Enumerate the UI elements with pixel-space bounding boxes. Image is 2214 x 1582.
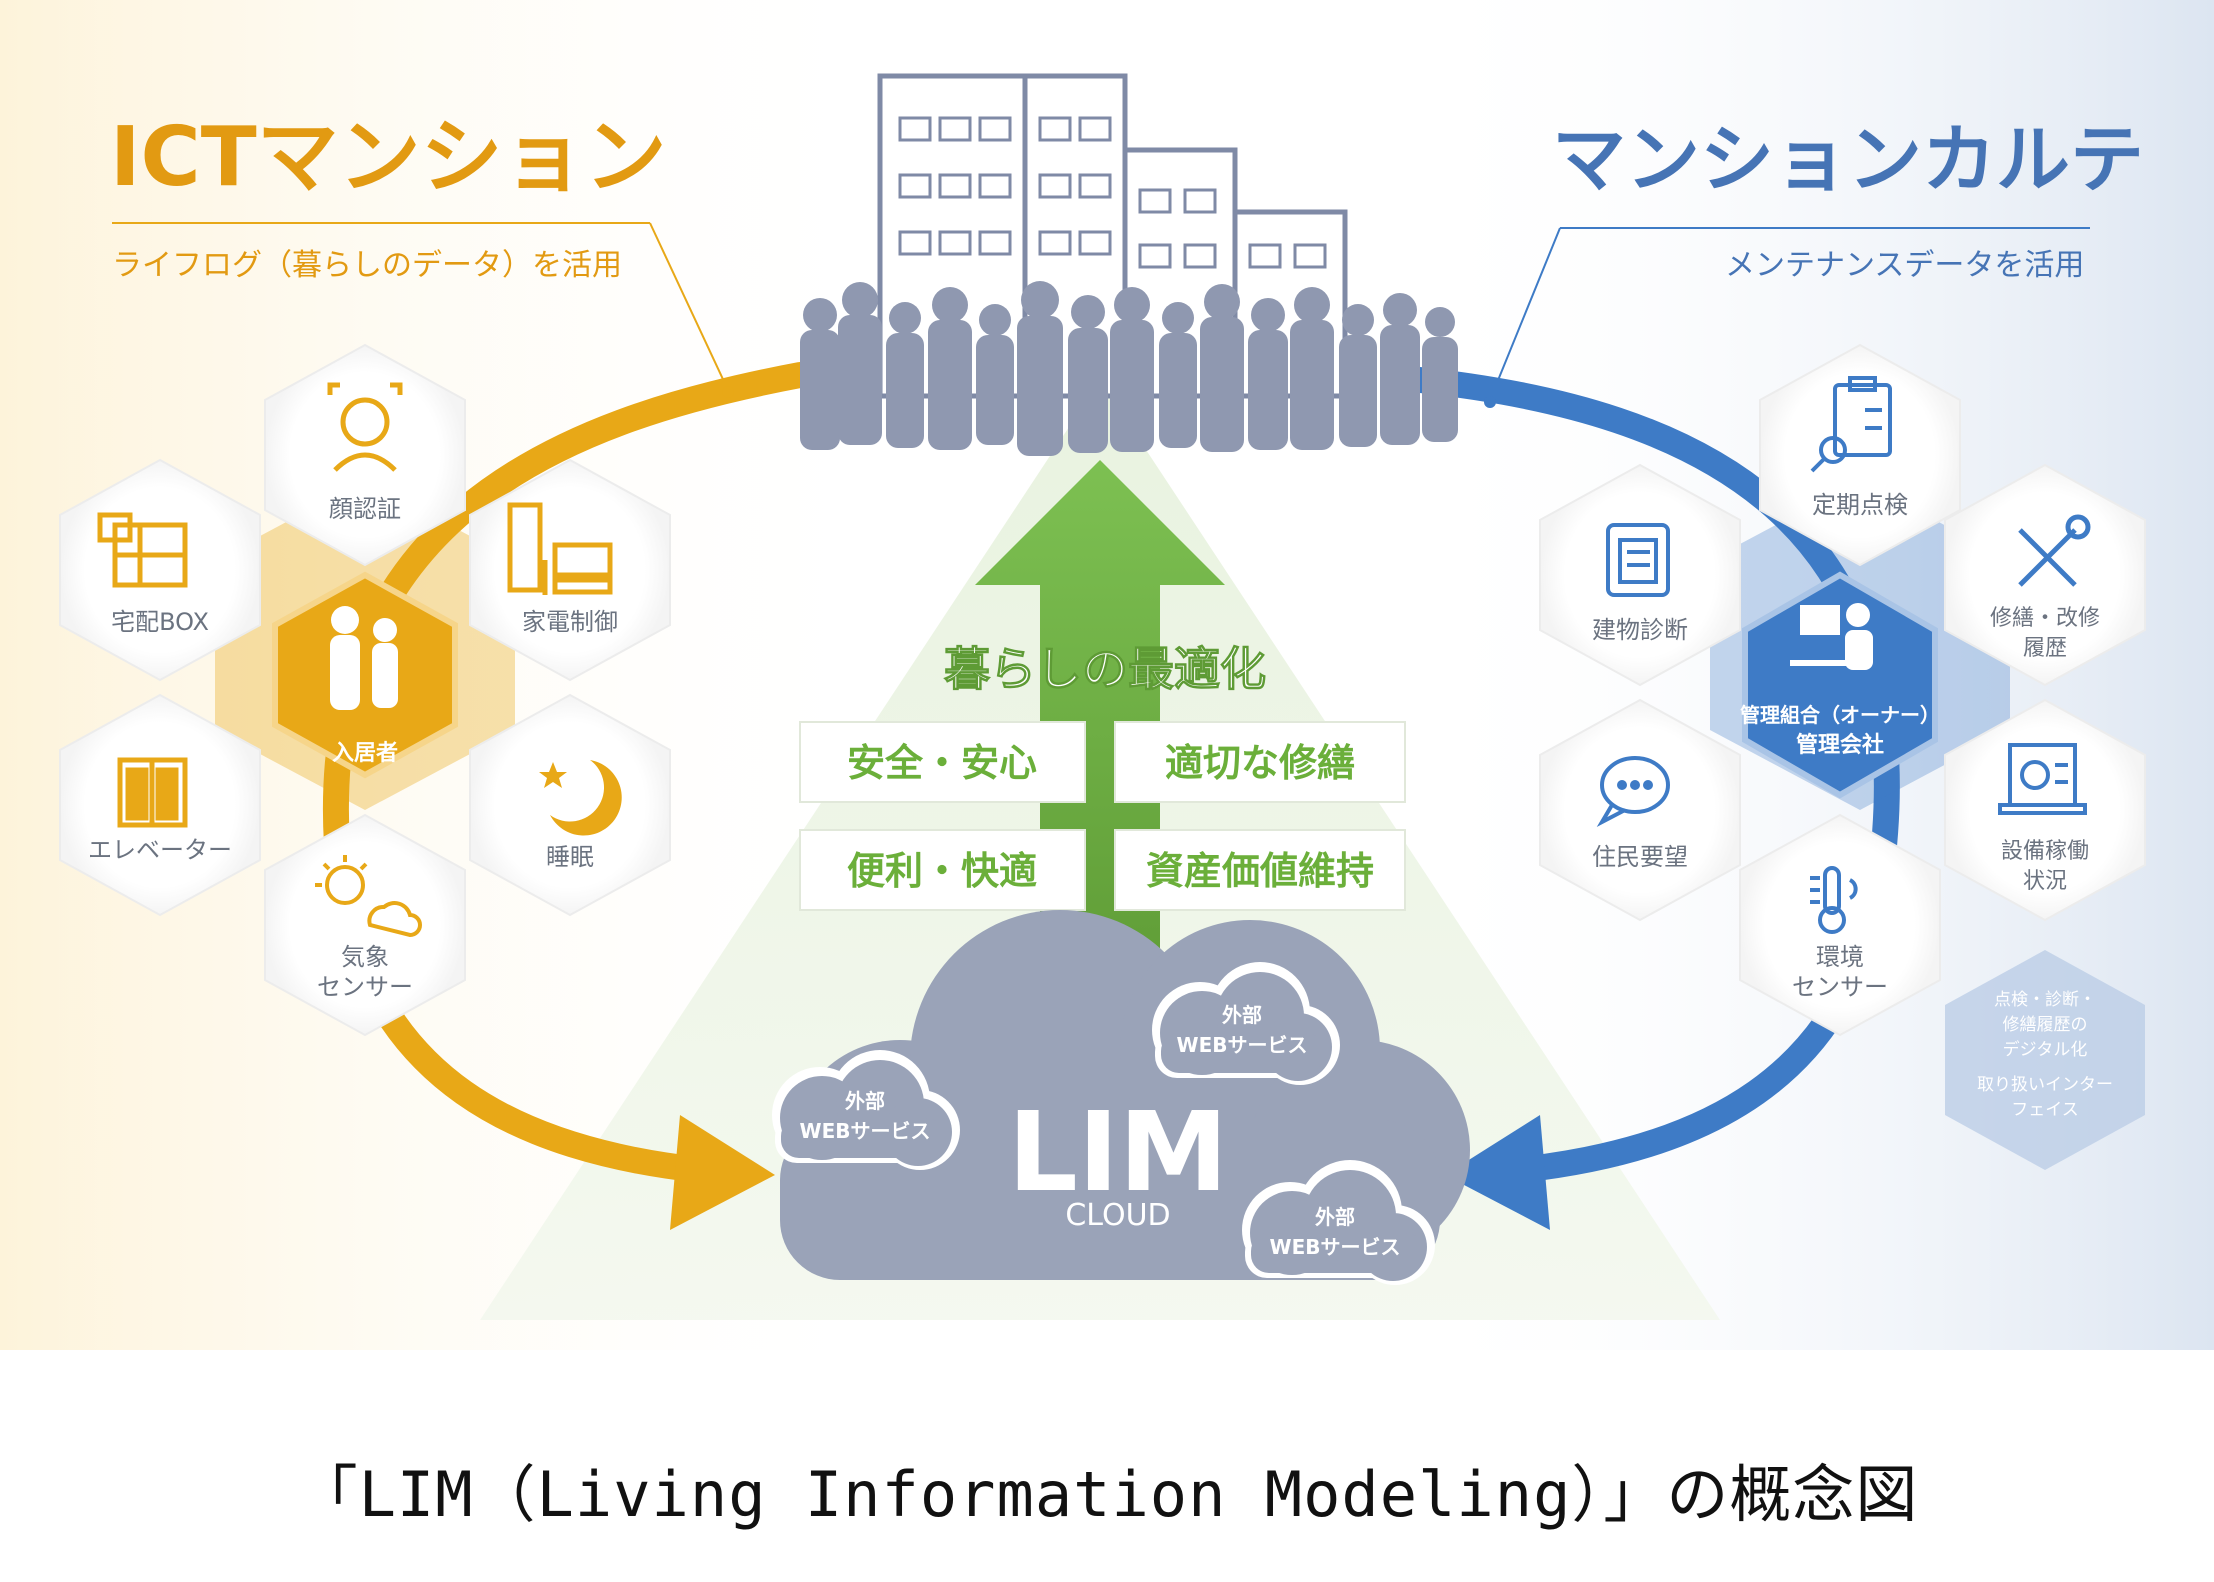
- left-hex-cluster: 入居者 顔認証 宅配BOX 家電制御: [59, 343, 671, 1037]
- thermometer-icon: [1810, 866, 1858, 934]
- moon-icon: [539, 760, 622, 836]
- svg-text:環境: 環境: [1816, 943, 1864, 971]
- svg-text:住民要望: 住民要望: [1592, 843, 1688, 871]
- svg-text:センサー: センサー: [317, 973, 413, 1001]
- lim-cloud-title: LIM: [1008, 1088, 1228, 1216]
- hex-weather: 気象 センサー: [264, 813, 466, 1037]
- svg-text:WEBサービス: WEBサービス: [800, 1119, 931, 1143]
- hex-environment-sensor: 環境 センサー: [1739, 813, 1941, 1037]
- delivery-box-icon: [97, 512, 188, 588]
- left-flow-arrow: [322, 362, 813, 1183]
- face-id-icon: [327, 382, 403, 472]
- hex-delivery-box: 宅配BOX: [59, 458, 261, 682]
- external-web-service-cloud-left: 外部 WEBサービス: [772, 1050, 960, 1170]
- svg-text:外部: 外部: [1315, 1205, 1355, 1229]
- svg-text:建物診断: 建物診断: [1592, 616, 1688, 644]
- appliance-icon: [507, 502, 613, 595]
- hex-resident-requests: 住民要望: [1539, 698, 1741, 922]
- right-flow-arrow: [1407, 367, 1900, 1183]
- hex-appliance: 家電制御: [469, 458, 671, 682]
- svg-text:管理会社: 管理会社: [1796, 732, 1884, 758]
- svg-text:履歴: 履歴: [2023, 636, 2067, 661]
- figure-caption: 「LIM（Living Information Modeling）」の概念図: [295, 1458, 1919, 1531]
- svg-text:適切な修繕: 適切な修繕: [1165, 741, 1355, 785]
- left-subtitle: ライフログ（暮らしのデータ）を活用: [112, 248, 622, 283]
- left-title: ICTマンション: [110, 110, 667, 205]
- hex-management: 管理組合（オーナー） 管理会社: [1740, 571, 1940, 799]
- equipment-icon: [1998, 743, 2087, 815]
- hex-elevator: エレベーター: [59, 693, 261, 917]
- hex-resident: 入居者: [272, 571, 458, 779]
- residents-crowd-silhouette: [800, 281, 1458, 456]
- svg-text:家電制御: 家電制御: [522, 608, 618, 636]
- hex-building-diagnosis: 建物診断: [1539, 463, 1741, 687]
- optimization-label: 暮らしの最適化: [944, 642, 1266, 696]
- svg-text:資産価値維持: 資産価値維持: [1146, 849, 1374, 893]
- external-web-service-cloud-right: 外部 WEBサービス: [1242, 1160, 1435, 1285]
- right-hex-cluster: 管理組合（オーナー） 管理会社 定期点検 建物診断: [1539, 343, 2146, 1170]
- hex-sleep: 睡眠: [469, 693, 671, 917]
- svg-text:安全・安心: 安全・安心: [847, 741, 1037, 785]
- svg-text:修繕・改修: 修繕・改修: [1990, 606, 2100, 631]
- value-box-safety: 安全・安心: [799, 721, 1086, 803]
- svg-text:設備稼働: 設備稼働: [2001, 839, 2089, 864]
- hex-equipment-status: 設備稼働 状況: [1944, 698, 2146, 922]
- svg-text:デジタル化: デジタル化: [2003, 1039, 2088, 1060]
- svg-text:取り扱いインター: 取り扱いインター: [1977, 1075, 2113, 1095]
- svg-text:状況: 状況: [2023, 869, 2067, 894]
- svg-text:WEBサービス: WEBサービス: [1270, 1235, 1401, 1259]
- office-worker-icon: [1790, 603, 1873, 670]
- optimization-arrow: [975, 460, 1225, 1010]
- lim-concept-diagram: ICTマンション ライフログ（暮らしのデータ）を活用 マンションカルテ メンテナ…: [0, 0, 2214, 1350]
- svg-text:WEBサービス: WEBサービス: [1177, 1033, 1308, 1057]
- svg-text:睡眠: 睡眠: [546, 843, 594, 871]
- hex-repair-history: 修繕・改修 履歴: [1944, 463, 2146, 687]
- external-web-service-cloud-top: 外部 WEBサービス: [1152, 962, 1340, 1085]
- svg-text:入居者: 入居者: [332, 741, 398, 766]
- svg-text:宅配BOX: 宅配BOX: [111, 608, 209, 636]
- svg-text:センサー: センサー: [1792, 973, 1888, 1001]
- svg-text:便利・快適: 便利・快適: [847, 849, 1037, 893]
- svg-text:フェイス: フェイス: [2011, 1100, 2079, 1120]
- hex-face-id: 顔認証: [264, 343, 466, 567]
- elevator-icon: [117, 757, 188, 828]
- weather-icon: [315, 855, 422, 938]
- right-title: マンションカルテ: [1552, 117, 2144, 203]
- value-box-repair: 適切な修繕: [1114, 721, 1406, 803]
- inspection-clipboard-icon: [1810, 376, 1892, 473]
- speech-bubble-icon: [1596, 756, 1670, 828]
- svg-text:管理組合（オーナー）: 管理組合（オーナー）: [1740, 703, 1940, 727]
- value-box-convenience: 便利・快適: [799, 829, 1086, 911]
- svg-text:顔認証: 顔認証: [329, 495, 401, 523]
- hex-digital-interface: 点検・診断・ 修繕履歴の デジタル化 取り扱いインター フェイス: [1945, 950, 2145, 1170]
- svg-text:外部: 外部: [1222, 1003, 1262, 1027]
- tools-icon: [2018, 514, 2091, 587]
- diagnosis-icon: [1606, 523, 1670, 597]
- lim-cloud-subtitle: CLOUD: [1065, 1198, 1170, 1233]
- svg-text:点検・診断・: 点検・診断・: [1994, 990, 2096, 1010]
- svg-text:修繕履歴の: 修繕履歴の: [2003, 1015, 2088, 1035]
- svg-text:エレベーター: エレベーター: [88, 836, 232, 864]
- hex-periodic-inspection: 定期点検: [1759, 343, 1961, 567]
- svg-text:外部: 外部: [845, 1089, 885, 1113]
- right-subtitle: メンテナンスデータを活用: [1725, 248, 2084, 283]
- svg-text:気象: 気象: [341, 943, 389, 971]
- value-box-asset: 資産価値維持: [1114, 829, 1406, 911]
- svg-text:定期点検: 定期点検: [1812, 491, 1908, 519]
